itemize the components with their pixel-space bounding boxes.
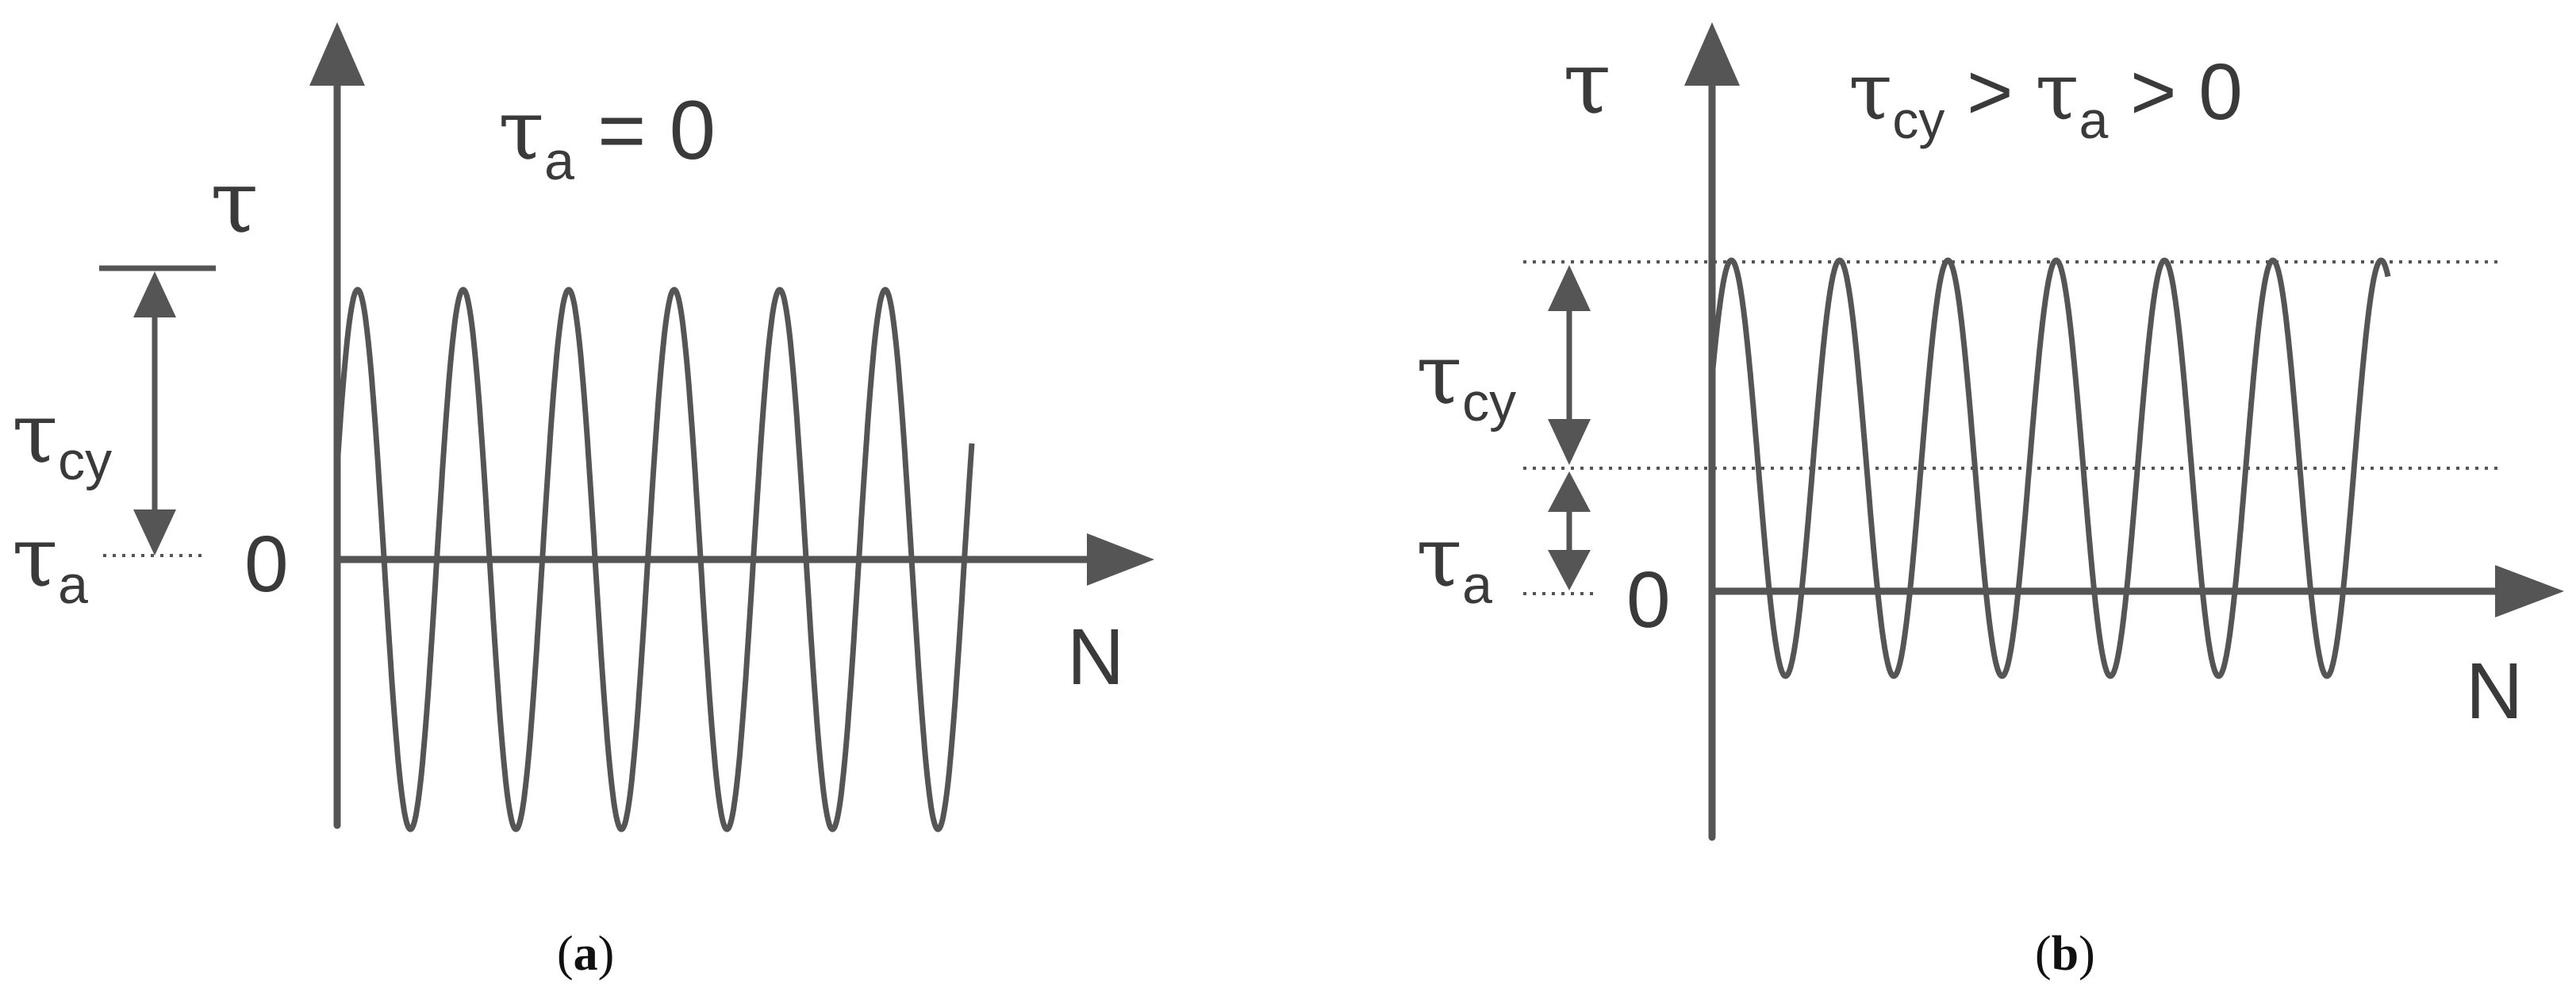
panel-b-y-axis-arrowhead [1684,22,1740,86]
panel-a-amplitude-arrowhead-bottom [133,509,176,556]
panel-b-x-axis-arrowhead [2495,565,2564,617]
panel-b-amplitude-arrowhead-bottom [1548,419,1591,465]
panel-a-condition: τa = 0 [498,82,716,191]
panel-a-x-axis-arrowhead [1087,533,1154,586]
panel-b-stress-wave [1709,257,2391,679]
panel-b-mean-label: τa [1416,509,1492,615]
panel-a-zero-label: 0 [244,520,289,609]
panel-b-mean-arrowhead-bottom [1548,550,1591,590]
panel-b-amplitude-arrowhead-top [1548,265,1591,311]
panel-b-y-axis-label: τ [1563,32,1611,133]
panel-b-mean-arrowhead-top [1548,471,1591,512]
panel-b-caption: (b) [2035,927,2095,981]
panel-b-condition: τcy > τa > 0 [1849,45,2243,149]
panel-a-amplitude-label: τcy [12,385,112,491]
panel-b-x-axis-label: N [2466,647,2523,736]
panel-a-caption: (a) [557,927,614,981]
panel-a-y-axis-arrowhead [309,22,365,86]
panel-a-y-axis-label: τ [210,151,259,252]
panel-b-zero-label: 0 [1626,556,1671,644]
panel-b-amplitude-label: τcy [1416,326,1516,433]
panel-a-x-axis-label: N [1067,613,1124,702]
panel-a: τa = 0 τ N 0 τcy τa (a) [12,22,1154,981]
panel-a-amplitude-arrowhead-top [133,271,176,317]
panel-b: τcy > τa > 0 τ N 0 τcy τa (b) [1416,22,2564,981]
panel-a-stress-wave [334,286,975,832]
panel-a-mean-label: τa [12,509,88,615]
